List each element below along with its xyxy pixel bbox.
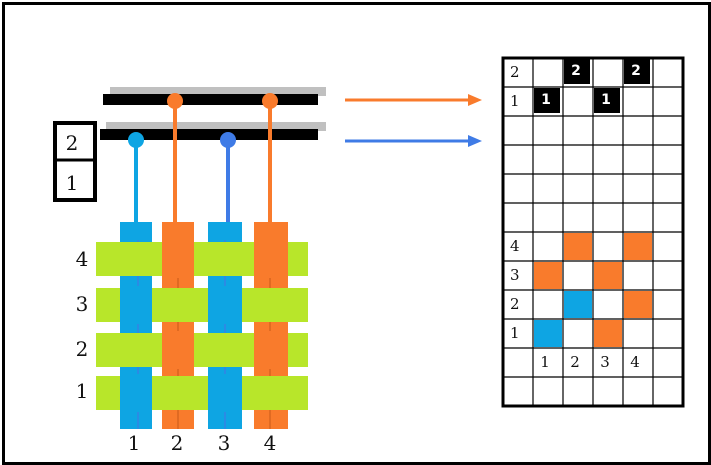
shaft-2-bar <box>103 94 318 105</box>
weft-row-label: 3 <box>76 292 89 316</box>
draft-weave-row-label: 4 <box>510 237 520 255</box>
heddle-warp-1-knob <box>128 132 144 148</box>
warp-2-over-row-4 <box>162 240 194 278</box>
heddle-warp-3-knob <box>220 132 236 148</box>
draft-weave-cell <box>624 291 652 318</box>
warp-1-over-row-3 <box>120 286 152 324</box>
shaft-box-label: 2 <box>66 131 79 155</box>
draft-weave-cell <box>594 320 622 347</box>
draft-weave-row-label: 1 <box>510 324 520 342</box>
warp-3-over-row-3 <box>208 286 242 324</box>
draft-weave-cell <box>624 233 652 260</box>
warp-column-label: 1 <box>128 431 141 455</box>
shaft-box-label: 1 <box>66 171 79 195</box>
warp-4-over-row-2 <box>254 331 288 369</box>
draft-shaft-row-label: 1 <box>510 92 520 110</box>
heddle-warp-4-knob <box>262 93 278 109</box>
draft-tie-up-number: 1 <box>601 92 611 108</box>
shaft-2-shadow <box>110 87 326 96</box>
draft-weave-row-label: 3 <box>510 266 520 284</box>
draft-column-label: 4 <box>630 353 640 371</box>
warp-column-label: 3 <box>218 431 231 455</box>
arrow-shaft-1-head <box>468 135 482 147</box>
draft-tie-up-mark <box>564 59 590 84</box>
arrow-shaft-2-head <box>468 94 482 106</box>
heddle-connections <box>128 93 278 222</box>
draft-tie-up-mark <box>624 59 650 84</box>
draft-border <box>501 56 685 408</box>
draft-tie-up-number: 2 <box>631 63 641 79</box>
warp-1-over-row-1 <box>120 374 152 412</box>
draft-column-label: 2 <box>570 353 580 371</box>
draft-tie-up-number: 1 <box>541 92 551 108</box>
warp-column-labels: 1 2 3 4 <box>128 431 277 455</box>
weft-row-label: 2 <box>76 337 89 361</box>
warp-over-segments <box>120 240 288 412</box>
shaft-1-shadow <box>106 122 326 131</box>
warp-3-over-row-1 <box>208 374 242 412</box>
draft-weave-cell <box>534 320 562 347</box>
arrows <box>345 94 482 147</box>
heddle-warp-2-knob <box>167 93 183 109</box>
draft-tie-up-mark <box>594 88 620 113</box>
warp-2-over-row-2 <box>162 331 194 369</box>
draft-grid: 2 2 2 1 1 1 4 3 2 1 1 2 3 4 <box>501 56 685 408</box>
draft-tie-up-mark <box>534 88 560 113</box>
weft-row-label: 1 <box>76 379 89 403</box>
warp-column-label: 4 <box>264 431 277 455</box>
warp-4-over-row-4 <box>254 240 288 278</box>
warp-column-label: 2 <box>171 431 184 455</box>
shaft-bars <box>100 87 326 140</box>
draft-shaft-row-label: 2 <box>510 63 520 81</box>
shaft-1-bar <box>100 129 318 140</box>
draft-weave-cell <box>594 262 622 289</box>
draft-column-label: 3 <box>600 353 610 371</box>
draft-weave-cell <box>564 233 592 260</box>
weft-row-label: 4 <box>76 247 89 271</box>
draft-weave-cell <box>564 291 592 318</box>
weft-row-labels: 4 3 2 1 <box>76 247 89 403</box>
draft-column-label: 1 <box>540 353 550 371</box>
draft-weave-row-label: 2 <box>510 295 520 313</box>
draft-tie-up-number: 2 <box>571 63 581 79</box>
draft-weave-cell <box>534 262 562 289</box>
shaft-number-box: 2 1 <box>53 121 97 202</box>
